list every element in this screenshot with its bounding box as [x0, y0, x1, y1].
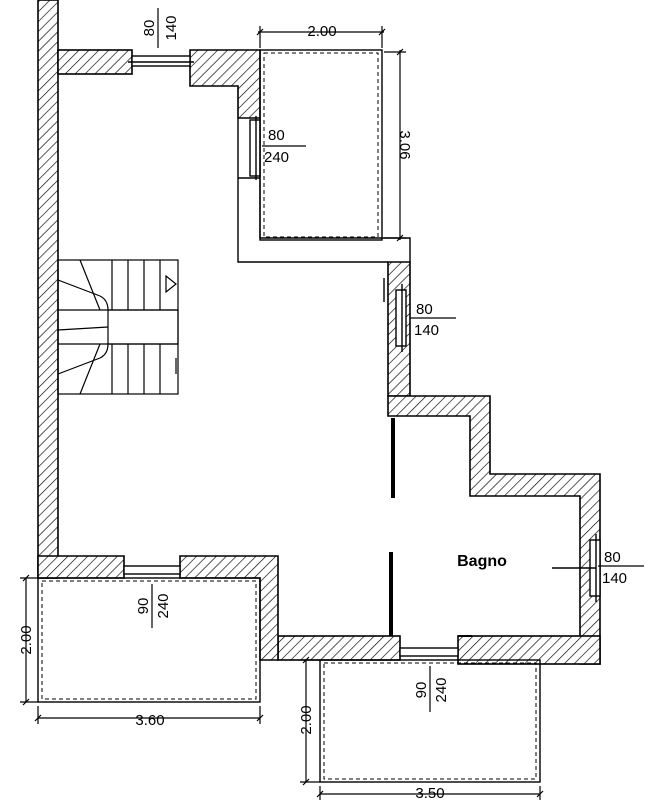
bathroom-label: Bagno	[457, 553, 507, 570]
left-balcony-door	[123, 565, 181, 575]
balconies	[37, 49, 541, 783]
mid-window	[395, 289, 407, 347]
upper-door-height: 240	[264, 149, 289, 166]
left-wall	[37, 0, 59, 579]
top-wall-left	[57, 49, 133, 75]
bottom-balcony-width-label: 3.50	[415, 785, 444, 800]
bottom-door-height: 240	[433, 677, 450, 702]
upper-door	[249, 119, 261, 177]
dimension-lines	[20, 8, 644, 800]
top-window-height: 140	[163, 15, 180, 40]
bottom-door-width: 90	[413, 682, 430, 699]
bath-bottom-wall-left	[277, 635, 401, 661]
mid-window-height: 140	[414, 322, 439, 339]
left-balcony-depth-label: 2.00	[18, 625, 35, 654]
bottom-balcony-depth-label: 2.00	[298, 705, 315, 734]
left-balcony	[37, 577, 261, 703]
bottom-balcony-door	[399, 647, 459, 657]
left-door-width: 90	[135, 598, 152, 615]
top-window-width: 80	[141, 20, 158, 37]
sliding-doors	[389, 418, 472, 637]
walls	[37, 0, 601, 665]
top-balcony-width-label: 2.00	[307, 23, 336, 40]
left-door-height: 240	[155, 593, 172, 618]
bottom-balcony	[319, 659, 541, 783]
lower-mid-wall	[179, 555, 279, 661]
left-balcony-width-label: 3.60	[135, 712, 164, 729]
top-balcony-depth-label: 3.06	[396, 130, 413, 159]
mid-window-width: 80	[416, 301, 433, 318]
upper-door-width: 80	[268, 127, 285, 144]
top-window	[131, 55, 191, 67]
top-wall-right	[189, 49, 261, 119]
lower-left-wall	[37, 555, 125, 579]
staircase	[57, 259, 179, 395]
bath-window-width: 80	[604, 549, 621, 566]
openings	[123, 55, 601, 657]
top-balcony	[259, 49, 383, 241]
step-wall	[387, 395, 601, 665]
bath-window-height: 140	[602, 570, 627, 587]
